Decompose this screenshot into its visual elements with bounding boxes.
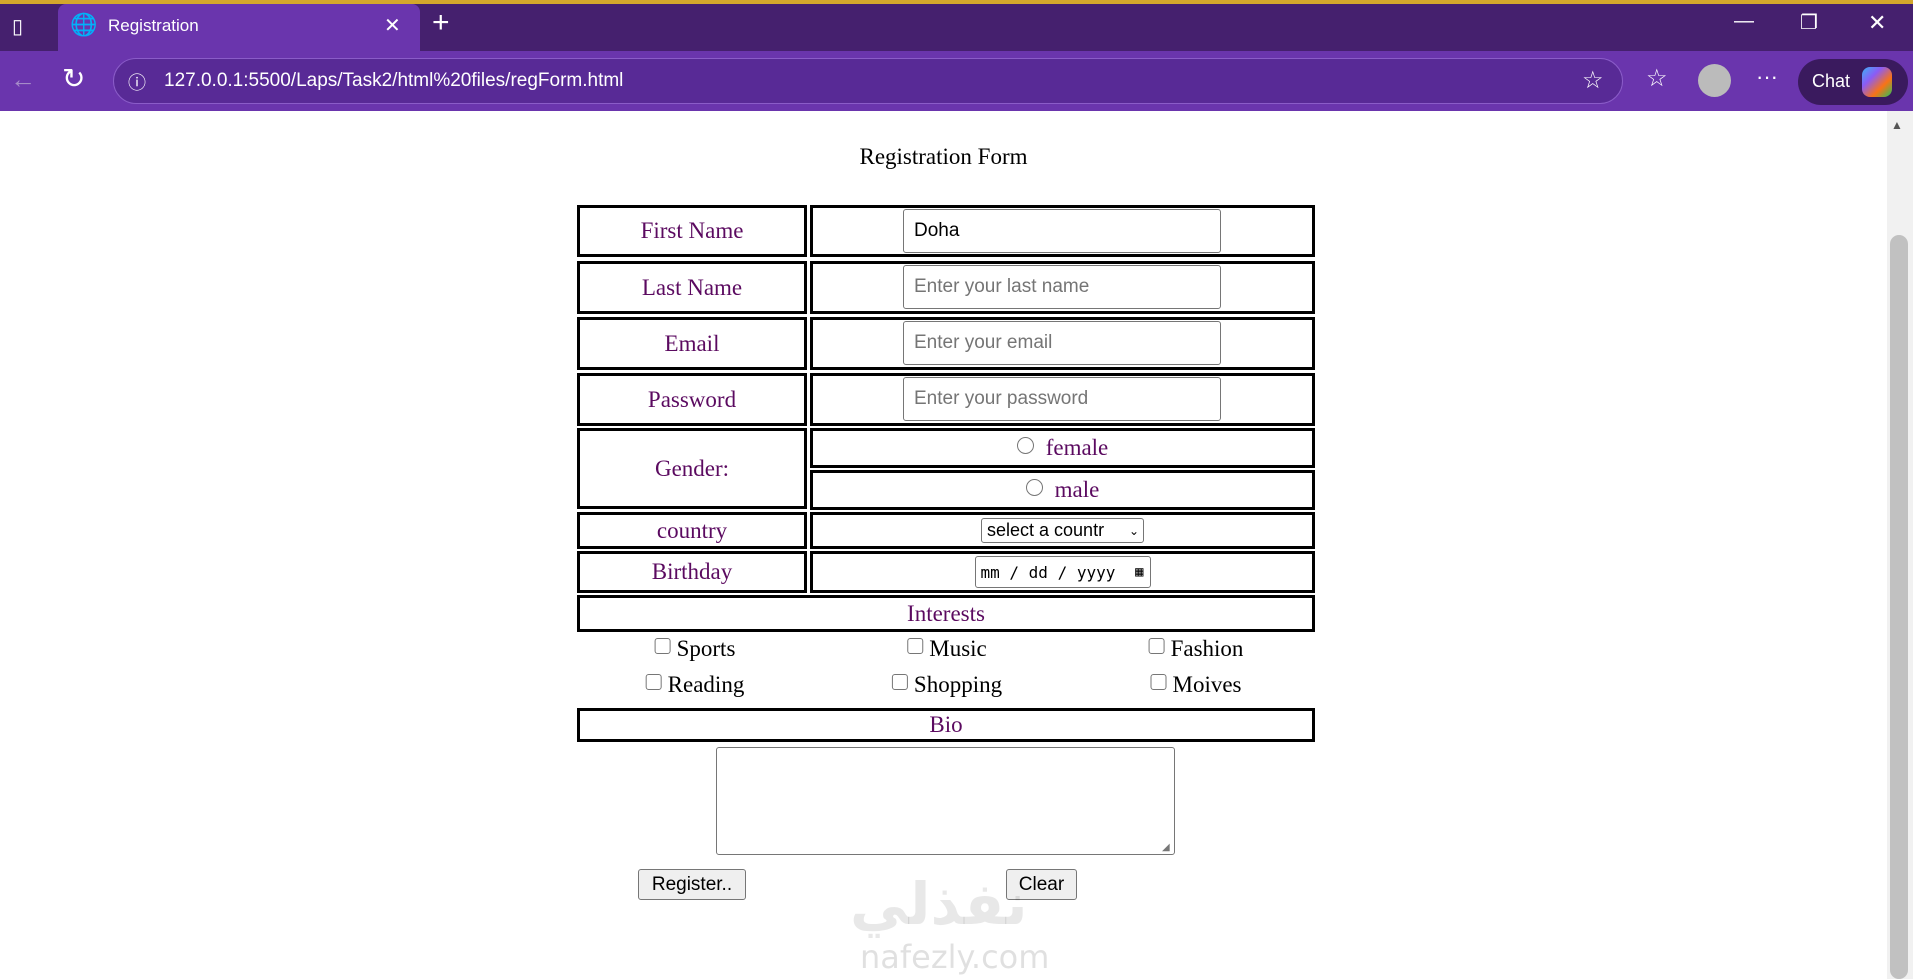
checkbox[interactable] — [654, 638, 671, 654]
interest-label: Fashion — [1170, 636, 1244, 661]
country-label: country — [577, 512, 807, 549]
bio-textarea[interactable] — [716, 747, 1175, 855]
interest-shopping[interactable]: Shopping — [891, 672, 1003, 698]
password-cell — [810, 373, 1315, 426]
interest-label: Moives — [1172, 672, 1242, 697]
password-label: Password — [577, 373, 807, 426]
birthday-input[interactable]: mm / dd / yyyy ▦ — [974, 556, 1151, 588]
checkbox[interactable] — [907, 638, 924, 654]
email-cell — [810, 317, 1315, 370]
page-title: Registration Form — [859, 144, 1028, 169]
refresh-icon[interactable]: ↻ — [62, 63, 86, 94]
restore-icon[interactable]: ❐ — [1800, 12, 1818, 34]
register-button[interactable]: Register.. — [638, 869, 746, 900]
birthday-label: Birthday — [577, 551, 807, 593]
close-tab-icon[interactable]: ✕ — [384, 15, 401, 37]
last-name-label: Last Name — [577, 261, 807, 314]
sidebar-toggle-icon[interactable]: ▯ — [12, 16, 24, 38]
interest-reading[interactable]: Reading — [645, 672, 745, 698]
email-label: Email — [577, 317, 807, 370]
female-label: female — [1045, 435, 1109, 460]
calendar-icon[interactable]: ▦ — [1135, 564, 1144, 580]
checkbox[interactable] — [891, 674, 908, 690]
gender-male-option[interactable]: male — [810, 470, 1315, 510]
back-icon[interactable]: ← — [10, 64, 36, 94]
interest-label: Shopping — [913, 672, 1003, 697]
minimize-icon[interactable]: — — [1734, 10, 1754, 32]
interest-fashion[interactable]: Fashion — [1148, 636, 1244, 662]
chat-label: Chat — [1812, 71, 1851, 91]
resize-handle-icon[interactable]: ◢ — [1162, 842, 1170, 853]
interest-label: Reading — [667, 672, 745, 697]
password-input[interactable]: Enter your password — [903, 377, 1221, 421]
site-info-icon[interactable]: ⓘ — [128, 73, 146, 93]
close-window-icon[interactable]: ✕ — [1868, 10, 1887, 35]
first-name-input[interactable]: Doha — [903, 209, 1221, 253]
first-name-cell — [810, 205, 1315, 257]
gender-label: Gender: — [577, 428, 807, 509]
last-name-cell — [810, 261, 1315, 314]
new-tab-icon[interactable]: + — [432, 6, 450, 39]
checkbox[interactable] — [645, 674, 662, 690]
interest-label: Music — [929, 636, 987, 661]
scrollbar-thumb[interactable] — [1890, 235, 1908, 979]
country-selected: select a countr — [987, 520, 1105, 540]
tab-title: Registration — [108, 16, 199, 35]
favorites-icon[interactable]: ☆ — [1646, 65, 1668, 92]
chevron-down-icon: ⌄ — [1128, 523, 1139, 538]
gender-female-option[interactable]: female — [810, 428, 1315, 468]
scroll-up-icon[interactable]: ▲ — [1891, 118, 1903, 132]
country-cell: select a countr ⌄ — [810, 512, 1315, 549]
interest-music[interactable]: Music — [907, 636, 987, 662]
bio-header: Bio — [577, 708, 1315, 742]
copilot-icon — [1862, 67, 1892, 97]
male-label: male — [1054, 477, 1100, 502]
birthday-placeholder: mm / dd / yyyy — [980, 562, 1116, 582]
globe-icon: 🌐 — [70, 12, 98, 37]
checkbox[interactable] — [1148, 638, 1165, 654]
last-name-input[interactable]: Enter your last name — [903, 265, 1221, 309]
interest-moives[interactable]: Moives — [1150, 672, 1242, 698]
profile-avatar[interactable] — [1698, 64, 1731, 97]
interest-label: Sports — [676, 636, 736, 661]
checkbox[interactable] — [1150, 674, 1167, 690]
chat-button[interactable]: Chat — [1798, 59, 1908, 105]
favorite-star-icon[interactable]: ☆ — [1582, 67, 1604, 94]
birthday-cell: mm / dd / yyyy ▦ — [810, 551, 1315, 593]
tab-registration[interactable]: 🌐 Registration ✕ — [58, 4, 420, 51]
interest-sports[interactable]: Sports — [654, 636, 736, 662]
male-radio[interactable] — [1025, 478, 1043, 496]
email-input[interactable]: Enter your email — [903, 321, 1221, 365]
url-bar[interactable]: ⓘ 127.0.0.1:5500/Laps/Task2/html%20files… — [113, 58, 1623, 104]
more-menu-icon[interactable]: ··· — [1756, 64, 1778, 89]
first-name-label: First Name — [577, 205, 807, 257]
screen-top-strip — [0, 0, 1913, 4]
female-radio[interactable] — [1016, 436, 1034, 454]
watermark-latin: nafezly.com — [860, 938, 1050, 976]
clear-button[interactable]: Clear — [1006, 869, 1077, 900]
interests-header: Interests — [577, 595, 1315, 632]
url-text[interactable]: 127.0.0.1:5500/Laps/Task2/html%20files/r… — [164, 70, 624, 91]
watermark-arabic: نفذلي — [850, 870, 1028, 938]
country-select[interactable]: select a countr ⌄ — [981, 518, 1144, 543]
